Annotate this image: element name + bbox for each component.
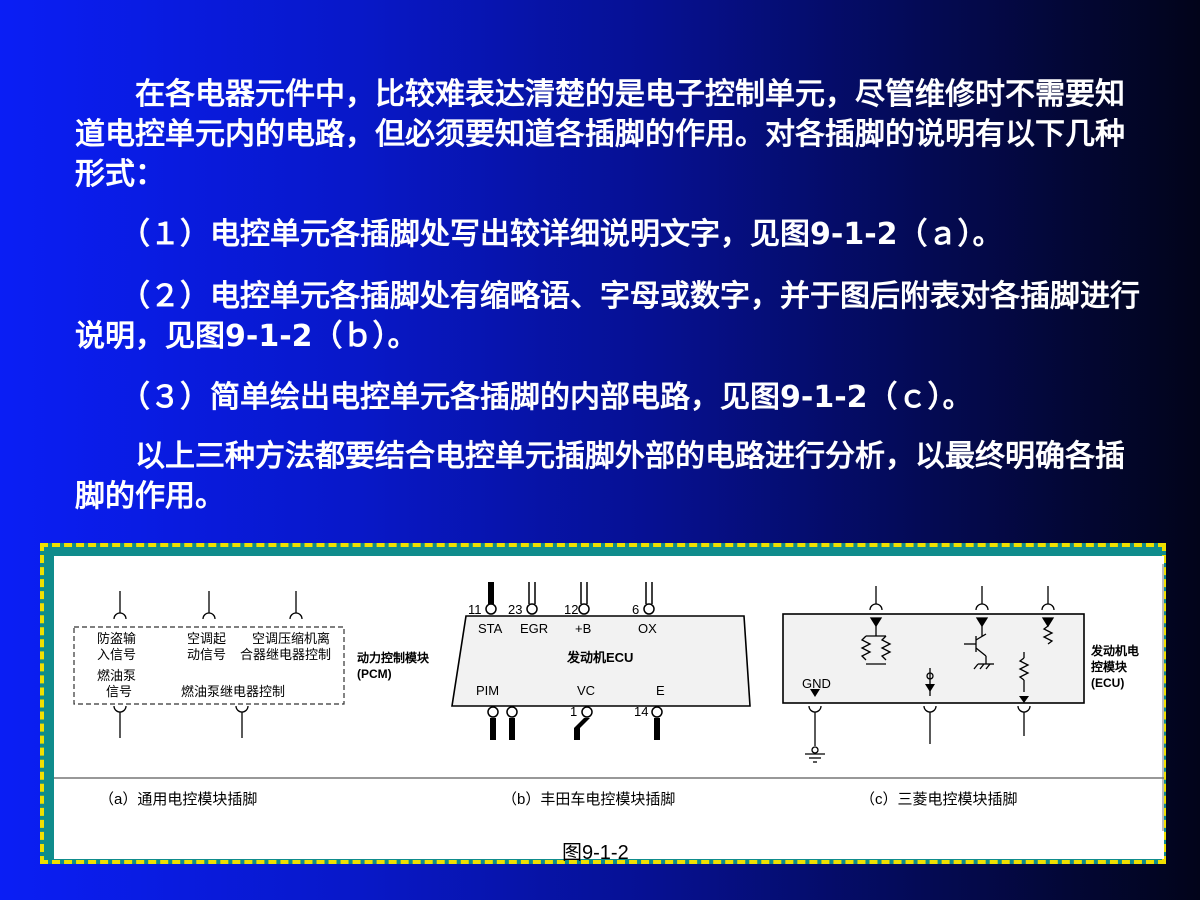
pcm-abbr: (PCM) bbox=[357, 667, 392, 681]
label-a-5: 空调压缩机离 bbox=[252, 631, 330, 646]
pcm-label: 动力控制模块 bbox=[357, 650, 430, 665]
pin-num-1: 1 bbox=[570, 704, 577, 719]
diagram-b: 11 23 12 6 STA EGR +B OX 发动机ECU PIM VC E… bbox=[451, 582, 751, 740]
pin-e: E bbox=[656, 683, 665, 698]
figure-panel: 防盗输 入信号 空调起 动信号 空调压缩机离 合器继电器控制 燃油泵 信号 燃油… bbox=[54, 556, 1164, 864]
pin-num-11: 11 bbox=[468, 602, 482, 617]
label-a-9: 燃油泵继电器控制 bbox=[181, 684, 285, 699]
pin-num-14: 14 bbox=[634, 704, 648, 719]
label-a-3: 空调起 bbox=[187, 631, 226, 646]
paragraph-item-1: （１）电控单元各插脚处写出较详细说明文字，见图9-1-2（ａ）。 bbox=[75, 217, 1003, 252]
ecu-c-label-1: 发动机电 bbox=[1090, 643, 1139, 658]
pin-num-23: 23 bbox=[508, 602, 522, 617]
paragraph-item-3: （３）简单绘出电控单元各插脚的内部电路，见图9-1-2（ｃ）。 bbox=[75, 380, 973, 415]
figure-diagram: 防盗输 入信号 空调起 动信号 空调压缩机离 合器继电器控制 燃油泵 信号 燃油… bbox=[54, 564, 1164, 831]
label-a-6: 合器继电器控制 bbox=[240, 647, 331, 662]
caption-c: （c）三菱电控模块插脚 bbox=[860, 791, 1018, 808]
label-a-4: 动信号 bbox=[187, 647, 226, 662]
ecu-label: 发动机ECU bbox=[566, 650, 633, 665]
pin-pim: PIM bbox=[476, 683, 499, 698]
label-a-1: 防盗输 bbox=[97, 631, 136, 646]
ecu-c-label-2: 控模块 bbox=[1091, 659, 1128, 674]
pin-egr: EGR bbox=[520, 621, 548, 636]
label-a-2: 入信号 bbox=[97, 647, 136, 662]
gnd-label: GND bbox=[802, 676, 831, 691]
pin-numbers-top: 11 23 12 6 bbox=[468, 602, 639, 617]
caption-b: （b）丰田车电控模块插脚 bbox=[502, 791, 676, 808]
diagram-a: 防盗输 入信号 空调起 动信号 空调压缩机离 合器继电器控制 燃油泵 信号 燃油… bbox=[73, 591, 430, 738]
paragraph-intro: 在各电器元件中，比较难表达清楚的是电子控制单元，尽管维修时不需要知道电控单元内的… bbox=[75, 77, 1125, 192]
pin-b-plus: +B bbox=[575, 621, 591, 636]
ecu-c-label-3: (ECU) bbox=[1091, 676, 1124, 690]
pin-num-6: 6 bbox=[632, 602, 639, 617]
label-a-8: 信号 bbox=[106, 684, 132, 699]
pin-ox: OX bbox=[638, 621, 657, 636]
paragraph-item-2: （２）电控单元各插脚处有缩略语、字母或数字，并于图后附表对各插脚进行说明，见图9… bbox=[75, 279, 1140, 354]
caption-a: （a）通用电控模块插脚 bbox=[99, 791, 258, 808]
figure-title: 图9-1-2 bbox=[562, 842, 629, 864]
diagram-c: GND 发动机电 控模块 (ECU) bbox=[782, 586, 1139, 763]
paragraph-conclusion: 以上三种方法都要结合电控单元插脚外部的电路进行分析，以最终明确各插脚的作用。 bbox=[75, 439, 1125, 514]
pin-num-12: 12 bbox=[564, 602, 578, 617]
label-a-7: 燃油泵 bbox=[97, 668, 136, 683]
pin-sta: STA bbox=[478, 621, 503, 636]
pin-vc: VC bbox=[577, 683, 595, 698]
